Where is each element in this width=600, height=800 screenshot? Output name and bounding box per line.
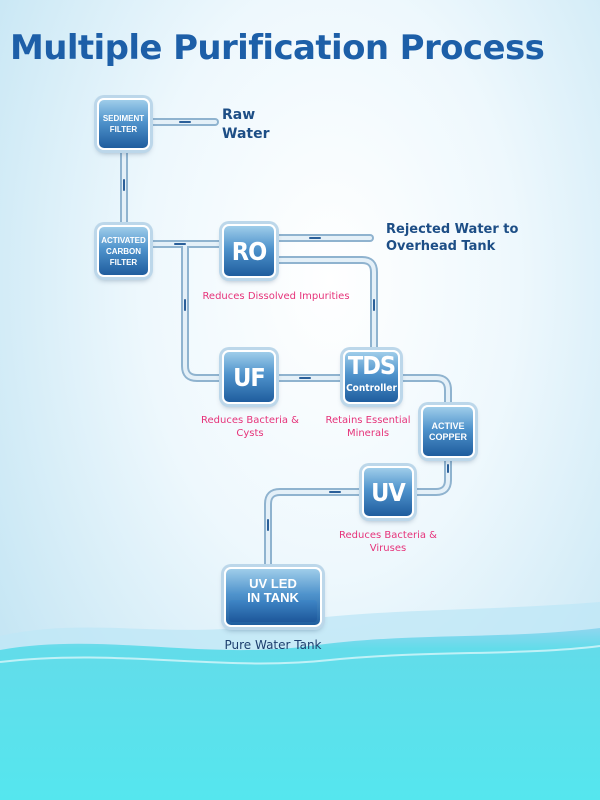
ro-stage-box: RO <box>222 224 276 278</box>
tds-controller-box: TDS Controller <box>343 350 400 404</box>
uv-description: Reduces Bacteria & Viruses <box>339 530 437 554</box>
tds-stage-label: TDS <box>347 350 396 380</box>
tds-description: Retains Essential Minerals <box>325 415 411 439</box>
uf-stage-label: UF <box>233 362 266 392</box>
active-copper-label: ACTIVE COPPER <box>428 420 467 442</box>
uf-stage-box: UF <box>222 350 276 404</box>
pure-water-tank-label: Pure Water Tank <box>224 638 322 652</box>
activated-carbon-filter-label: ACTIVATED CARBON FILTER <box>101 235 146 267</box>
ro-description: Reduces Dissolved Impurities <box>202 291 350 302</box>
uv-stage-label: UV <box>371 477 406 507</box>
sediment-filter-label: SEDIMENT FILTER <box>102 114 145 134</box>
sediment-filter-box: SEDIMENT FILTER <box>97 98 150 150</box>
uv-led-tank-label: UV LED IN TANK <box>247 576 299 605</box>
tank-water-fill <box>229 600 317 622</box>
ro-stage-label: RO <box>231 236 267 266</box>
tds-controller-sublabel: Controller <box>346 382 397 394</box>
rejected-water-label: Rejected Water to Overhead Tank <box>386 222 519 254</box>
active-copper-box: ACTIVE COPPER <box>421 405 475 458</box>
uv-led-tank-box: UV LED IN TANK <box>224 567 322 627</box>
raw-water-label: Raw Water <box>222 107 270 142</box>
uv-stage-box: UV <box>362 466 414 518</box>
activated-carbon-filter-box: ACTIVATED CARBON FILTER <box>97 225 150 277</box>
page-title: Multiple Purification Process <box>10 28 545 68</box>
uf-description: Reduces Bacteria & Cysts <box>201 415 299 439</box>
